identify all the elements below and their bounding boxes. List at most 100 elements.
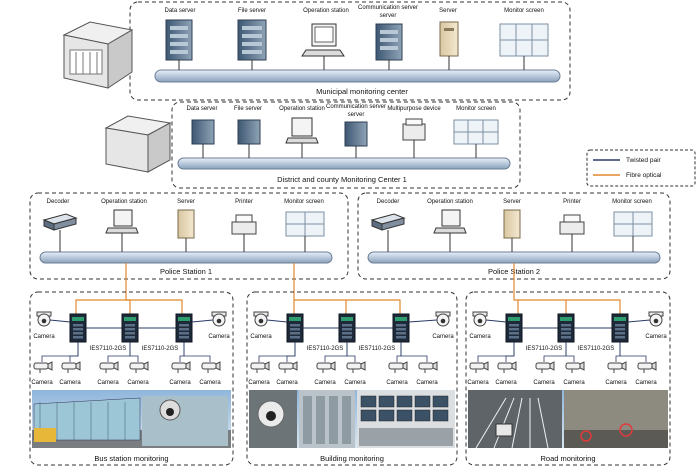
bullet-camera-icon [316,361,336,373]
bullet-camera-icon [497,361,517,373]
camera-label: Camera [250,334,272,340]
ethernet-switch-icon [121,313,139,343]
p2-label-operation-station: Operation station [427,199,473,205]
camera-label: Camera [645,334,667,340]
p1-label-printer: Printer [235,199,253,205]
p2-label-monitor-screen: Monitor screen [612,199,652,205]
switch-label: IES7110-2GS [307,346,344,352]
monitor-screen-icon [499,23,549,70]
bullet-camera-icon [250,361,270,373]
dome-camera-icon [36,311,52,327]
municipal-bus [154,69,561,83]
p1-label-monitor-screen: Monitor screen [284,199,324,205]
operation-station-icon [301,23,345,70]
monitor-screen-icon [613,211,653,252]
dist-device-label-monitor-screen: Monitor screen [456,106,496,112]
switch-label: IES7110-2GS [359,346,396,352]
camera-label: Camera [97,380,119,386]
district-bus [177,157,511,170]
district-building-icon [104,115,172,173]
camera-label: Camera [169,380,191,386]
camera-label: Camera [563,380,585,386]
server-tower-icon [439,21,459,70]
camera-label: Camera [386,380,408,386]
dist-device-label-data-server: Data server [186,106,217,112]
police-1-title: Police Station 1 [160,267,212,276]
camera-label: Camera [59,380,81,386]
site-title: Bus station monitoring [94,454,168,463]
dist-device-label-communication-server: Communication server [326,104,386,110]
p1-label-server: Server [177,199,195,205]
p1-label-operation-station: Operation station [101,199,147,205]
police-station-1: Police Station 1 Decoder Operation stati… [29,192,349,280]
p2-label-server: Server [503,199,521,205]
p1-label-decoder: Decoder [47,199,70,205]
printer-icon [559,214,585,252]
fibre-links [75,263,621,316]
bullet-camera-icon [388,361,408,373]
camera-label: Camera [344,380,366,386]
site-photo [468,390,668,449]
camera-label: Camera [533,380,555,386]
camera-label: Camera [416,380,438,386]
camera-label: Camera [127,380,149,386]
municipal-title: Municipal monitoring center [316,87,408,96]
decoder-icon [42,213,78,252]
dome-camera-icon [472,311,488,327]
camera-label: Camera [314,380,336,386]
operation-station-icon [105,209,139,252]
bullet-camera-icon [535,361,555,373]
switch-label: IES7110-2GS [578,346,615,352]
camera-label: Camera [469,334,491,340]
district-center-box [171,101,521,189]
svg-text:server: server [348,112,365,118]
bullet-camera-icon [418,361,438,373]
switch-label: IES7110-2GS [526,346,563,352]
dome-camera-icon [253,311,269,327]
camera-label: Camera [605,380,627,386]
multipurpose-device-icon [402,118,426,158]
district-communication-server-icon [344,121,368,158]
data-server-icon [165,19,193,70]
camera-label: Camera [33,334,55,340]
ethernet-switch-icon [69,313,87,343]
ethernet-switch-icon [286,313,304,343]
p2-label-decoder: Decoder [377,199,400,205]
ethernet-switch-icon [392,313,410,343]
decoder-icon [370,213,406,252]
district-title: District and county Monitoring Center 1 [277,175,407,184]
ethernet-switch-icon [338,313,356,343]
district-monitor-screen-icon [453,119,499,158]
operation-station-icon [433,209,467,252]
server-tower-icon [503,209,521,252]
ethernet-switch-icon [505,313,523,343]
monitor-screen-icon [285,211,325,252]
legend: Twisted pair Fibre optical [586,149,696,187]
dist-device-label-file-server: File server [234,106,262,112]
camera-label: Camera [467,380,489,386]
dome-camera-icon [648,311,664,327]
site-photo [32,390,231,448]
camera-label: Camera [276,380,298,386]
site-photo [249,390,455,448]
camera-label: Camera [432,334,454,340]
dome-camera-icon [435,311,451,327]
bullet-camera-icon [346,361,366,373]
communication-server-icon [375,23,403,70]
site-title: Road monitoring [540,454,595,463]
district-file-server-icon [237,119,261,158]
ethernet-switch-icon [611,313,629,343]
bullet-camera-icon [565,361,585,373]
switch-label: IES7110-2GS [90,346,127,352]
legend-fibre-optical: Fibre optical [626,172,662,179]
bullet-camera-icon [33,361,53,373]
camera-label: Camera [635,380,657,386]
camera-label: Camera [495,380,517,386]
dist-device-label-operation-station: Operation station [279,106,325,112]
ethernet-switch-icon [175,313,193,343]
site-title: Building monitoring [320,454,384,463]
